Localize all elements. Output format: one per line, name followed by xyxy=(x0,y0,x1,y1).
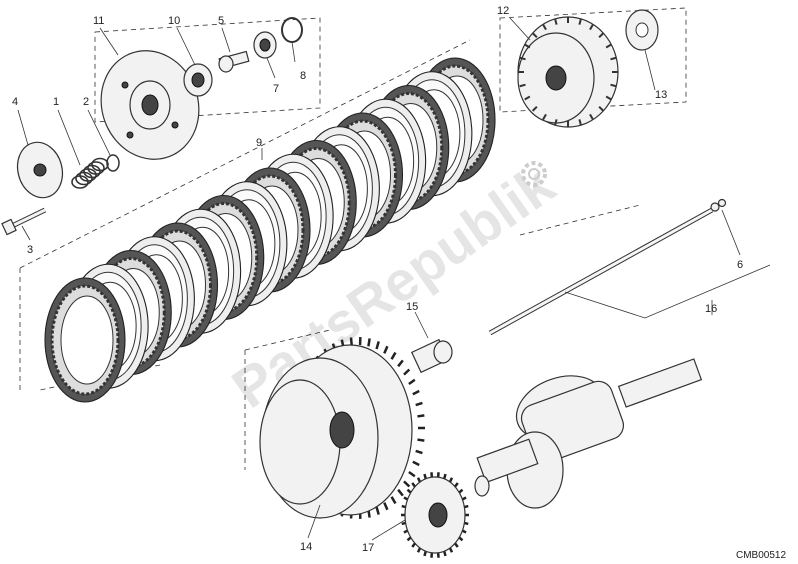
callout-8: 8 xyxy=(300,70,306,82)
rod-end-parts xyxy=(710,198,727,212)
callout-17: 17 xyxy=(362,542,374,554)
basket-group-outline xyxy=(244,329,331,470)
callout-1: 1 xyxy=(53,96,59,108)
bushing xyxy=(410,338,453,374)
circlip xyxy=(281,17,303,43)
callout-15: 15 xyxy=(406,301,418,313)
callout-4: 4 xyxy=(12,96,18,108)
leader-lines xyxy=(17,17,771,541)
callout-11: 11 xyxy=(93,15,104,27)
callout-7: 7 xyxy=(273,83,279,95)
callout-12: 12 xyxy=(497,5,509,17)
callout-9: 9 xyxy=(256,137,262,149)
primary-drive-gear xyxy=(401,472,469,558)
callout-13: 13 xyxy=(655,89,667,101)
pushrod-pin xyxy=(218,50,250,73)
spring-washer xyxy=(106,154,120,172)
small-bearing xyxy=(253,31,277,59)
clutch-pack-outline xyxy=(19,39,641,391)
bearing xyxy=(183,63,213,97)
clutch-hub-group-outline xyxy=(499,7,687,113)
drawing-code: CMB00512 xyxy=(736,550,786,561)
clutch-spring xyxy=(71,157,109,189)
callout-10: 10 xyxy=(168,15,180,27)
screw xyxy=(1,207,47,236)
inner-clutch-hub xyxy=(517,16,619,128)
callout-3: 3 xyxy=(27,244,33,256)
clutch-plate-stack xyxy=(44,57,496,403)
callout-2: 2 xyxy=(83,96,89,108)
callout-14: 14 xyxy=(300,541,312,553)
thrust-washer xyxy=(625,9,659,51)
callout-6: 6 xyxy=(737,259,743,271)
spring-cap-plate xyxy=(16,141,64,199)
callout-16: 16 xyxy=(705,303,717,315)
clutch-basket xyxy=(259,337,425,519)
pressure-plate-group-outline xyxy=(94,17,321,123)
pressure-plate xyxy=(100,50,200,160)
callout-5: 5 xyxy=(218,15,224,27)
friction-plate xyxy=(44,277,126,403)
push-rod xyxy=(488,207,714,336)
gear-logo-icon xyxy=(521,161,547,187)
crankshaft xyxy=(474,358,703,509)
